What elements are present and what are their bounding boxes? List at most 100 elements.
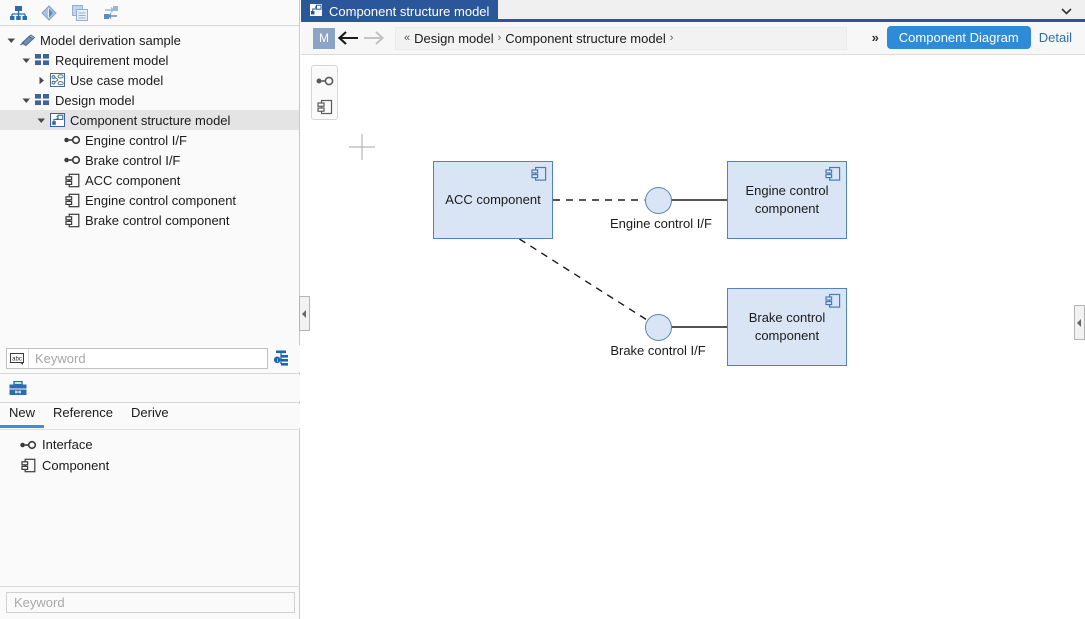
component-icon (63, 170, 82, 190)
breadcrumb-item-0[interactable]: Design model (414, 30, 494, 46)
chevron-down-icon[interactable] (1057, 2, 1075, 20)
chevron-right-icon[interactable] (34, 70, 48, 90)
interface-label: Engine control I/F (610, 216, 712, 231)
component-model-icon (309, 2, 323, 20)
palette-item-interface[interactable]: Interface (0, 434, 300, 455)
tree-item-brake-control-component[interactable]: Brake control component (0, 210, 299, 230)
tab-detail[interactable]: Detail (1038, 30, 1072, 45)
tree-item-use-case-model[interactable]: Use case model (0, 70, 299, 90)
chevron-down-icon[interactable] (34, 110, 48, 130)
component-model-icon (48, 110, 67, 130)
left-panel-toolbar (0, 0, 299, 26)
breadcrumb-item-1[interactable]: Component structure model (505, 30, 666, 46)
tree-item-label: Model derivation sample (40, 32, 181, 48)
diagram-component-brake[interactable]: Brake control component (727, 288, 847, 366)
collapse-right-handle[interactable] (1074, 305, 1085, 340)
breadcrumb-separator: › (669, 32, 674, 44)
divider (0, 373, 300, 374)
chevron-down-icon[interactable] (4, 30, 18, 50)
bottom-keyword-box[interactable] (6, 592, 295, 613)
sync-icon[interactable] (101, 4, 121, 22)
breadcrumb[interactable]: «Design model›Component structure model› (395, 26, 847, 50)
tree-item-label: Requirement model (55, 52, 169, 68)
tree-item-label: ACC component (85, 172, 181, 188)
tree-item-acc-component[interactable]: ACC component (0, 170, 299, 190)
palette-subtabs[interactable]: New Reference Derive (0, 404, 300, 428)
tree-item-label: Component structure model (70, 112, 231, 128)
component-label: Brake control component (748, 310, 826, 343)
interface-icon (18, 435, 38, 455)
diamond-icon[interactable] (39, 4, 59, 22)
chevron-down-icon[interactable] (19, 90, 33, 110)
hierarchy-filter-icon[interactable]: i (268, 347, 294, 371)
breadcrumb-bar: M «Design model›Component structure mode… (301, 22, 1085, 55)
diagram-edge[interactable] (519, 238, 647, 321)
tree-item-requirement-model[interactable]: Requirement model (0, 50, 299, 70)
chevron-down-icon[interactable] (19, 50, 33, 70)
twisty-placeholder (49, 170, 63, 190)
component-icon (63, 210, 82, 230)
back-button[interactable] (335, 26, 361, 50)
model-tree-icon[interactable] (8, 4, 28, 22)
diagram-component-acc[interactable]: ACC component (433, 161, 553, 239)
search-input[interactable] (29, 349, 261, 368)
tab-component-diagram[interactable]: Component Diagram (886, 26, 1031, 49)
divider (0, 586, 300, 587)
tree-search-row: abc i (0, 345, 300, 372)
twisty-placeholder (49, 150, 63, 170)
svg-text:abc: abc (12, 356, 22, 362)
toolbox-icon[interactable] (8, 379, 28, 397)
svg-text:i: i (276, 358, 277, 364)
divider (0, 429, 300, 430)
model-mode-button[interactable]: M (313, 27, 335, 49)
copy-icon[interactable] (70, 4, 90, 22)
diagram-interface-engine_if[interactable] (644, 186, 672, 214)
main-area: Component structure model M «Design mod (301, 0, 1085, 619)
twisty-placeholder (49, 210, 63, 230)
tree-search-box[interactable]: abc (6, 348, 268, 369)
more-views-button[interactable]: » (871, 30, 879, 45)
tree-item-brake-control-i-f[interactable]: Brake control I/F (0, 150, 299, 170)
diagram-palette (311, 65, 338, 120)
interface-icon (63, 130, 82, 150)
palette-item-label: Interface (42, 437, 93, 452)
palette-item-component[interactable]: Component (0, 455, 300, 476)
component-label: Engine control component (745, 183, 829, 216)
diagram-interface-brake_if[interactable] (644, 313, 672, 341)
interface-icon (63, 150, 82, 170)
component-icon (63, 190, 82, 210)
subtab-reference[interactable]: Reference (53, 405, 113, 420)
tree-item-label: Design model (55, 92, 135, 108)
tree-item-model-derivation-sample[interactable]: Model derivation sample (0, 30, 299, 50)
tab-label: Component structure model (329, 3, 490, 19)
tree-item-label: Use case model (70, 72, 164, 88)
twisty-placeholder (49, 130, 63, 150)
component-tool-icon[interactable] (315, 97, 335, 116)
diagram-edges (519, 199, 727, 328)
tree-item-engine-control-component[interactable]: Engine control component (0, 190, 299, 210)
tab-component-structure-model[interactable]: Component structure model (301, 0, 499, 22)
view-switcher: » Component Diagram Detail (872, 26, 1076, 49)
interface-label: Brake control I/F (610, 343, 706, 358)
collapse-left-handle[interactable] (299, 296, 310, 331)
component-icon (531, 166, 547, 185)
usecase-model-icon (48, 70, 67, 90)
subtab-derive[interactable]: Derive (131, 405, 169, 420)
project-icon (18, 30, 37, 50)
forward-button[interactable] (361, 26, 387, 50)
bottom-keyword-input[interactable] (7, 593, 294, 612)
subtab-new[interactable]: New (0, 404, 45, 428)
tree-item-component-structure-model[interactable]: Component structure model (0, 110, 299, 130)
palette-item-label: Component (42, 458, 110, 473)
document-tabbar: Component structure model (301, 0, 1085, 22)
tree-item-design-model[interactable]: Design model (0, 90, 299, 110)
tree-item-engine-control-i-f[interactable]: Engine control I/F (0, 130, 299, 150)
component-icon (825, 166, 841, 185)
interface-tool-icon[interactable] (315, 71, 335, 90)
diagram-component-engine[interactable]: Engine control component (727, 161, 847, 239)
